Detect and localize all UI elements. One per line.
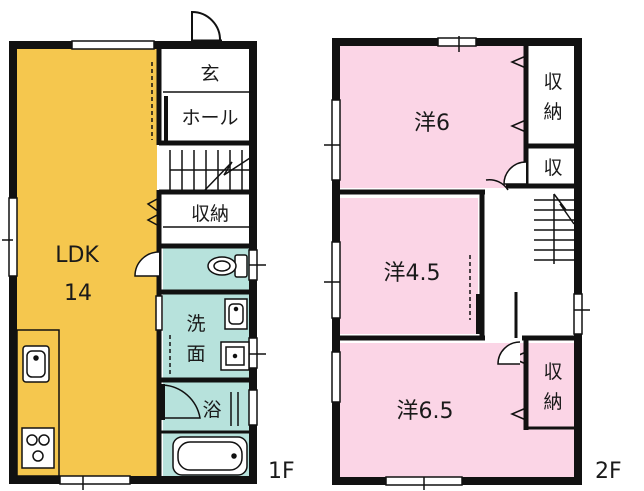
hall-label: ホール — [181, 107, 238, 129]
washroom-door — [155, 295, 163, 331]
floor-2-staircase — [534, 193, 575, 264]
floor-1-window-ticks — [2, 239, 266, 490]
room-6-door — [503, 161, 527, 185]
entrance-label: 玄 — [200, 63, 219, 85]
toilet-door — [134, 251, 160, 277]
storage-3-label-top: 収 — [543, 361, 562, 383]
room-6-5-door — [497, 341, 521, 365]
western-room-6-5-label: 洋6.5 — [397, 399, 454, 424]
bathtub-icon — [172, 436, 248, 476]
storage-label-1f: 収納 — [191, 203, 229, 225]
storage-1-label-bottom: 納 — [543, 101, 562, 123]
floor-1-label: 1F — [268, 459, 295, 484]
bath-label: 浴 — [202, 399, 221, 421]
western-room-6-5-area — [340, 343, 578, 477]
storage-2-label: 収 — [543, 157, 562, 179]
washing-machine-icon — [220, 341, 250, 371]
storage-door-1f — [146, 197, 160, 227]
floor-2-label: 2F — [595, 459, 622, 484]
western-room-4-5-area — [340, 198, 478, 334]
bath-door — [161, 384, 201, 420]
floor-2-window-ticks — [324, 36, 590, 490]
floor-2: 洋6 洋4.5 洋6.5 収 納 収 収 納 2F — [324, 36, 622, 490]
floor-1-partitions — [163, 91, 253, 228]
western-room-6-label: 洋6 — [414, 111, 450, 136]
western-room-4-5-label: 洋4.5 — [384, 261, 441, 286]
ldk-size-label: 14 — [64, 281, 92, 306]
floor-1: 玄 ホール 収納 洗 面 浴 LDK 14 1F — [2, 10, 295, 490]
floor-2-inner-walls — [336, 42, 578, 430]
toilet-icon — [207, 254, 248, 278]
room-4-5-door — [469, 178, 509, 334]
floor-1-staircase — [169, 150, 251, 191]
western-room-6-area — [340, 46, 528, 188]
washbasin-icon — [224, 298, 248, 330]
stove-icon — [21, 427, 55, 469]
floor-1-inner-walls — [156, 45, 253, 480]
hall-sliding-door — [151, 62, 168, 142]
ldk-label: LDK — [55, 243, 99, 268]
storage-1-label-top: 収 — [543, 71, 562, 93]
washroom-label-bottom: 面 — [186, 343, 205, 365]
entrance-door — [191, 10, 222, 43]
washroom-label-top: 洗 — [186, 313, 205, 335]
storage-3-label-bottom: 納 — [543, 391, 562, 413]
